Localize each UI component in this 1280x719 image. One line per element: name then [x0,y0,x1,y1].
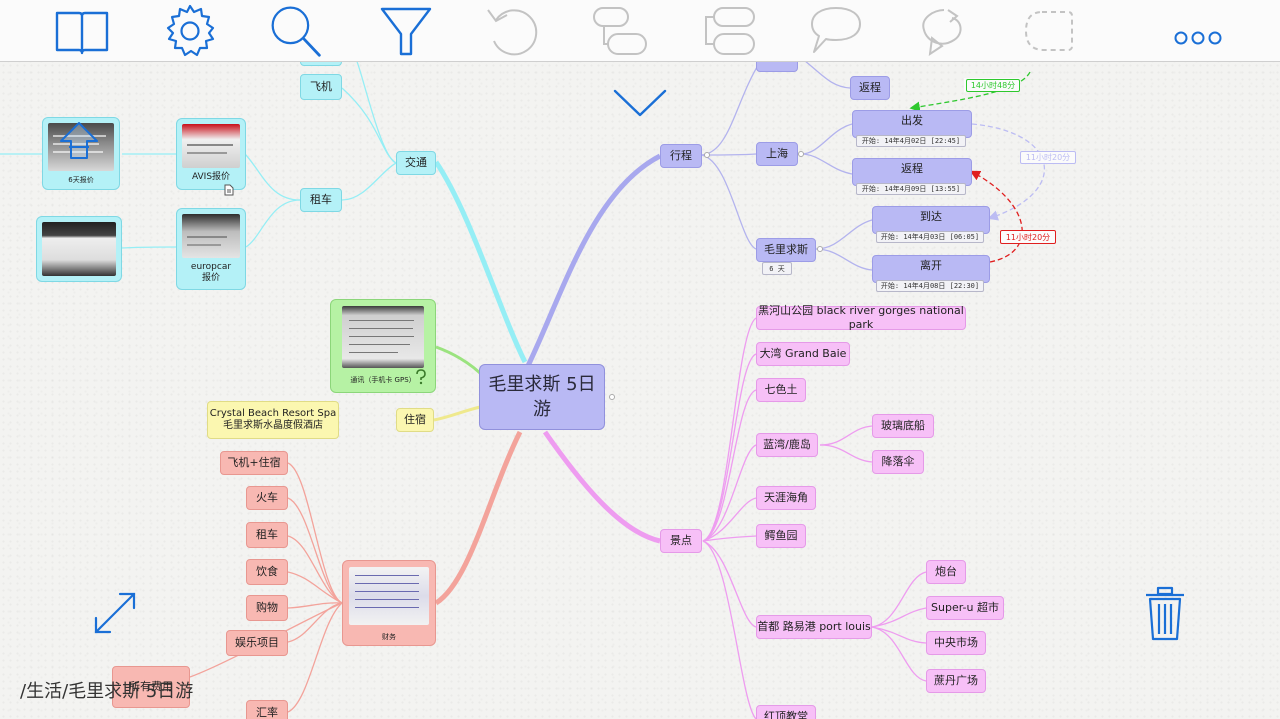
topic-plane[interactable]: 飞机 [300,74,342,100]
topic-return-partial[interactable]: 返程 [850,76,890,100]
topic-mauritius-leave[interactable]: 离开 [872,255,990,283]
callout-icon [808,4,864,58]
topic-hotel[interactable]: Crystal Beach Resort Spa 毛里求斯水晶度假酒店 [207,401,339,439]
relationship-label-red[interactable]: 11小时20分 [1000,230,1056,244]
topic-sight[interactable]: 红顶教堂 [756,705,816,719]
add-child-topic-icon [592,4,648,58]
collapse-toggle[interactable] [704,152,710,158]
add-sibling-topic-icon [700,4,756,58]
topic-sight[interactable]: 蓝湾/鹿岛 [756,433,818,457]
topic-shanghai[interactable]: 上海 [756,142,798,166]
duration-badge: 6 天 [762,262,792,275]
task-start-badge: 开始: 14年4月08日 [22:30] [876,280,984,292]
question-icon[interactable] [414,369,428,385]
collapse-toggle[interactable] [609,394,615,400]
breadcrumb: /生活/毛里求斯 5日游 [20,681,194,702]
topic-shanghai-return[interactable]: 返程 [852,158,972,186]
collapse-toggle[interactable] [798,151,804,157]
mindmap-canvas[interactable]: 毛里求斯 5日 游 行程 返程 上海 出发 开始: 14年4月02日 [22:4… [0,62,1280,719]
topic-expense[interactable]: 汇率 [246,700,288,719]
topic-sight-child[interactable]: 中央市场 [926,631,986,655]
collapse-toggle[interactable] [817,246,823,252]
topic-rental[interactable]: 租车 [300,188,342,212]
topic-expense[interactable]: 飞机+住宿 [220,451,288,475]
topic-sight[interactable]: 首都 路易港 port louis [756,615,872,639]
topic-expense[interactable]: 饮食 [246,559,288,585]
upload-icon[interactable] [57,120,101,162]
image-topic-car[interactable] [36,216,122,282]
expand-icon[interactable] [92,590,138,636]
chevron-down-icon[interactable] [612,88,668,118]
image-topic-europcar-quote[interactable]: europcar 报价 [176,208,246,290]
topic-mauritius[interactable]: 毛里求斯 [756,238,816,262]
image-topic-communications[interactable]: 通讯（手机卡 GPS） [330,299,436,393]
topic-mauritius-arrive[interactable]: 到达 [872,206,990,234]
image-topic-finance[interactable]: 财务 [342,560,436,646]
topic-sight[interactable]: 大湾 Grand Baie [756,342,850,366]
topic-sight[interactable]: 七色土 [756,378,806,402]
search-icon[interactable] [268,4,324,58]
thumbnail-image [182,124,240,168]
topic-partial[interactable] [300,62,342,66]
more-icon[interactable] [1170,4,1226,58]
topic-sight-child[interactable]: 炮台 [926,560,966,584]
topic-expense[interactable]: 娱乐项目 [226,630,288,656]
image-topic-avis-quote[interactable]: AVIS报价 [176,118,246,190]
topic-expense[interactable]: 租车 [246,522,288,548]
relationship-label-lavender[interactable]: 11小时20分 [1020,151,1076,164]
topic-all-expenses[interactable]: 所有费用 [112,666,190,708]
topic-transport[interactable]: 交通 [396,151,436,175]
topic-expense[interactable]: 火车 [246,486,288,510]
topic-sight-child[interactable]: Super-u 超市 [926,596,1004,620]
task-start-badge: 开始: 14年4月03日 [06:05] [876,231,984,243]
trash-icon[interactable] [1144,586,1186,642]
topic-lodging[interactable]: 住宿 [396,408,434,432]
attachment-icon[interactable] [224,184,234,196]
topic-sight[interactable]: 天涯海角 [756,486,816,510]
thumbnail-image [42,222,116,276]
topic-itinerary[interactable]: 行程 [660,144,702,168]
topic-sight-child[interactable]: 降落伞 [872,450,924,474]
topic-sights[interactable]: 景点 [660,529,702,553]
undo-icon [484,4,540,58]
task-start-badge: 开始: 14年4月02日 [22:45] [856,135,966,147]
boundary-icon [1022,4,1078,58]
topic-shanghai-depart[interactable]: 出发 [852,110,972,138]
book-icon[interactable] [54,4,110,58]
topic-sight-child[interactable]: 玻璃底船 [872,414,934,438]
thumbnail-image [342,306,424,368]
thumbnail-image [349,567,429,625]
relationship-label-green[interactable]: 14小时48分 [966,79,1020,92]
filter-icon[interactable] [378,4,434,58]
topic-sight-child[interactable]: 蔗丹广场 [926,669,986,693]
toolbar [0,0,1280,62]
relationship-icon [914,4,970,58]
task-start-badge: 开始: 14年4月09日 [13:55] [856,183,966,195]
thumbnail-image [182,214,240,258]
topic-partial[interactable] [756,62,798,72]
gear-icon[interactable] [162,4,218,58]
topic-sight[interactable]: 黑河山公园 black river gorges national park [756,304,966,331]
topic-expense[interactable]: 购物 [246,595,288,621]
central-topic[interactable]: 毛里求斯 5日 游 [479,364,605,430]
topic-sight[interactable]: 鳄鱼园 [756,524,806,548]
